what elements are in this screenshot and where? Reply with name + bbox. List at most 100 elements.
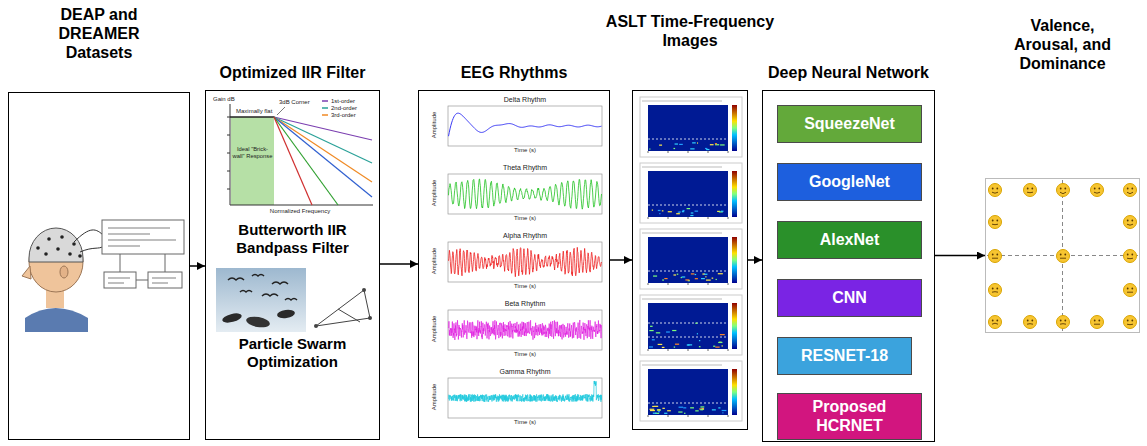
vector-diagram [314, 288, 372, 328]
tfr-image-part [681, 277, 682, 278]
emoji-face [1057, 316, 1070, 329]
filter-response-plot-part [274, 117, 372, 163]
flow-arrow [610, 259, 632, 261]
stage-heading: Valence, Arousal, and Dominance [1008, 17, 1118, 74]
tfr-image-part [648, 105, 728, 151]
tfr-image-part [642, 364, 722, 366]
vector-diagram-part [368, 316, 372, 320]
stage-text: Particle Swarm Optimization [210, 335, 375, 371]
tfr-image-part [722, 345, 723, 346]
tfr-image-part [648, 237, 728, 283]
eeg-head-illustration-part [108, 228, 176, 246]
filter-box: Optimized IIR FilterButterworth IIR Band… [205, 90, 380, 440]
eeg-head-illustration-part [148, 272, 182, 288]
tfr-image-part [662, 408, 664, 409]
emoji-face [989, 216, 1002, 229]
axis-label: Amplitude [431, 241, 437, 281]
axis-label: Time (s) [448, 215, 602, 221]
eeg-head-illustration-part [68, 252, 72, 256]
tfr-image-part [692, 142, 696, 143]
emoji-face-part [1027, 323, 1033, 325]
filter-response-plot-part [274, 117, 338, 205]
emoji-face [1124, 284, 1137, 297]
tfr-image-part [658, 344, 663, 345]
filter-response-plot-part [230, 104, 373, 205]
emotion-grid: Valence, Arousal, and Dominance [985, 178, 1140, 333]
network-box: Deep Neural NetworkSqueezeNetGoogleNetAl… [762, 90, 935, 442]
tfr-image-part [715, 144, 719, 145]
emoji-face-part [989, 250, 1002, 263]
emoji-face-part [1127, 254, 1129, 256]
tfr-image-part [658, 411, 660, 412]
tfr-image-part [653, 413, 657, 414]
filter-response-plot-part [277, 107, 285, 115]
tfr-image-part [718, 342, 722, 343]
model-name: RESNET-18 [801, 347, 888, 365]
tfr-image-part [678, 212, 680, 213]
tfr-image-part [732, 105, 737, 151]
emoji-face-part [992, 320, 994, 322]
filter-response-plot-part [322, 107, 328, 109]
eeg-head-illustration-part [72, 242, 76, 246]
tfr-image-part [695, 323, 697, 324]
tfr-image-part [652, 339, 655, 340]
emoji-face-part [1057, 316, 1070, 329]
emoji-face-part [1064, 188, 1066, 190]
tfr-image-part [699, 346, 701, 347]
model-name: Proposed HCRNET [782, 398, 917, 435]
tfr-image-part [648, 283, 728, 285]
particle-swarm-illustration [216, 268, 372, 332]
gamma-wave [449, 381, 602, 402]
tfr-image-part [675, 344, 679, 345]
tfr-image-part [650, 326, 653, 327]
tfr-image-part [648, 369, 728, 415]
tfr-image-part [656, 332, 660, 333]
alpha-wave [449, 247, 602, 276]
model-name: AlexNet [820, 231, 880, 249]
tfr-image-part [662, 279, 664, 280]
emoji-face-part [992, 323, 998, 324]
emoji-face-part [1127, 288, 1129, 290]
stage-text: Butterworth IIR Bandpass Filter [210, 221, 375, 257]
tfr-image-part [710, 144, 714, 145]
emoji-face-part [1131, 288, 1133, 290]
model-box: RESNET-18 [777, 337, 912, 375]
dataset-box: DEAP and DREAMER Datasets [8, 92, 190, 440]
tfr-image-part [648, 151, 728, 153]
tfr-image-part [704, 274, 707, 275]
tfr-image-part [699, 408, 704, 409]
emoji-face-part [996, 188, 998, 190]
emoji-face-part [992, 288, 994, 290]
emoji-face-part [992, 254, 994, 256]
emoji-face-part [992, 220, 994, 222]
stage-heading: Optimized IIR Filter [205, 64, 380, 83]
tfr-image-part [691, 273, 695, 274]
emoji-face-part [1127, 320, 1129, 322]
emoji-face-part [996, 254, 998, 256]
tfr-image-part [718, 273, 723, 274]
tfr-image-part [668, 211, 672, 212]
emoji-face-part [996, 288, 998, 290]
emoji-face-part [1060, 323, 1066, 325]
tfr-image-part [720, 144, 725, 145]
stage-heading: DEAP and DREAMER Datasets [34, 6, 164, 63]
tfr-image-part [652, 406, 654, 407]
tfr-image-part [682, 210, 684, 211]
emoji-face-part [1060, 192, 1066, 194]
vector-diagram-part [316, 290, 370, 326]
tfr-image-part [712, 409, 716, 410]
flow-arrow [380, 263, 418, 265]
tfr-image-part [697, 333, 698, 334]
eeg-head-illustration-part [102, 220, 184, 254]
tfr-image-part [649, 330, 653, 331]
tfr-image-part [683, 407, 686, 408]
tfr-image-box: ASLT Time-Frequency Images [632, 90, 748, 430]
emoji-face-part [1091, 316, 1104, 329]
emoji-face-part [989, 184, 1002, 197]
tfr-image-part [676, 213, 680, 214]
tfr-image-part [721, 211, 723, 212]
tfr-image-part [722, 410, 727, 411]
axis-label: Amplitude [431, 377, 437, 417]
tfr-image-part [667, 410, 671, 411]
